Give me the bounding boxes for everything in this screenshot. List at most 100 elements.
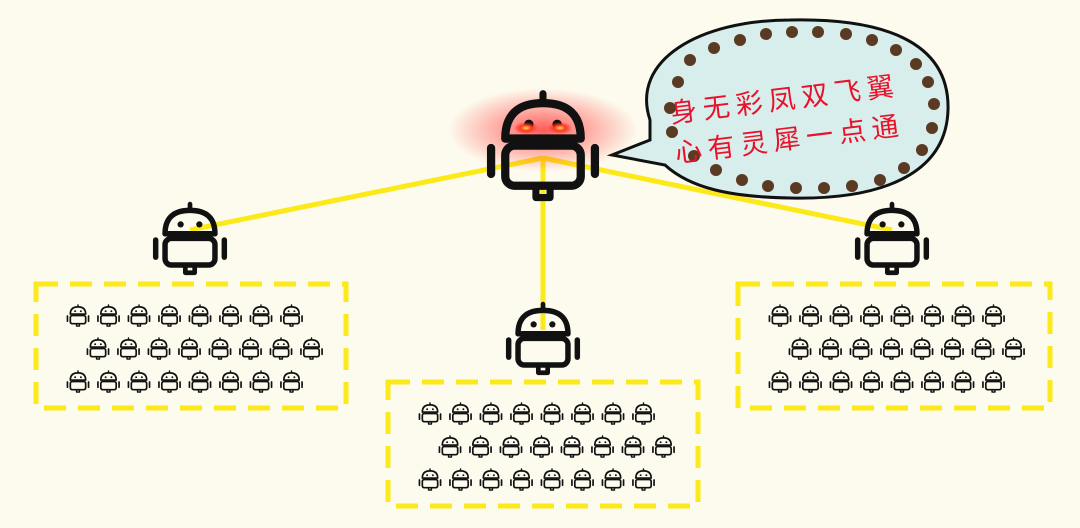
- small-robot-icon: [158, 370, 181, 393]
- robot-icon: [156, 204, 225, 273]
- small-robot-icon: [768, 370, 792, 393]
- small-robot-icon: [280, 304, 303, 327]
- small-robot-icon: [540, 402, 564, 425]
- small-robot-icon: [799, 370, 822, 393]
- small-robot-icon: [449, 402, 472, 425]
- small-robot-icon: [890, 370, 914, 393]
- small-robot-icon: [788, 337, 812, 360]
- small-robot-icon: [86, 337, 110, 360]
- small-robot-icon: [188, 304, 212, 327]
- small-robot-icon: [768, 304, 792, 327]
- bubble-dot: [760, 28, 772, 40]
- small-robot-icon: [819, 337, 842, 360]
- leader-glow: [448, 88, 638, 172]
- bubble-dot: [846, 180, 858, 192]
- small-robot-icon: [982, 304, 1005, 327]
- bubble-dot: [762, 180, 774, 192]
- small-robot-icon: [249, 370, 273, 393]
- bubble-dot: [812, 26, 824, 38]
- small-robot-icon: [890, 304, 914, 327]
- small-robot-icon: [117, 337, 140, 360]
- small-robot-icon: [860, 370, 883, 393]
- small-robot-icon: [910, 337, 934, 360]
- group-box-center: [385, 379, 701, 509]
- small-robot-icon: [280, 370, 303, 393]
- small-robot-icon: [127, 304, 151, 327]
- bubble-dot: [866, 34, 878, 46]
- small-robot-icon: [571, 402, 594, 425]
- small-robot-icon: [239, 337, 262, 360]
- small-robot-icon: [127, 370, 151, 393]
- speech-bubble-dots: [664, 26, 940, 194]
- small-robot-icon: [499, 435, 523, 458]
- small-robot-icon: [560, 435, 584, 458]
- bubble-dot: [708, 42, 720, 54]
- small-robot-icon: [571, 468, 594, 491]
- bubble-dot: [916, 144, 928, 156]
- bubble-dot: [874, 174, 886, 186]
- bubble-dot: [922, 76, 934, 88]
- bubble-dot: [684, 54, 696, 66]
- small-robot-icon: [829, 370, 853, 393]
- small-robot-icon: [418, 468, 442, 491]
- small-robot-icon: [951, 370, 975, 393]
- small-robot-icon: [540, 468, 564, 491]
- small-robot-icon: [941, 337, 964, 360]
- small-robot-icon: [849, 337, 873, 360]
- small-robot-icon: [147, 337, 171, 360]
- group-box-right: [735, 281, 1053, 411]
- small-robot-icon: [97, 370, 120, 393]
- small-robot-icon: [66, 370, 90, 393]
- small-robot-icon: [632, 468, 655, 491]
- small-robot-icon: [418, 402, 442, 425]
- small-robot-icon: [860, 304, 883, 327]
- small-robot-icon: [469, 435, 492, 458]
- small-robot-icon: [621, 435, 645, 458]
- small-robot-icon: [300, 337, 323, 360]
- bubble-dot: [840, 28, 852, 40]
- small-robot-icon: [510, 402, 533, 425]
- bubble-dot: [666, 126, 678, 138]
- small-robot-icon: [449, 468, 472, 491]
- small-robot-icon: [219, 304, 242, 327]
- small-robot-icon: [188, 370, 212, 393]
- bubble-dot: [786, 26, 798, 38]
- connector-line-right: [542, 155, 893, 233]
- bubble-dot: [818, 182, 830, 194]
- small-robot-icon: [829, 304, 853, 327]
- robots: [66, 88, 1025, 491]
- bubble-dot: [898, 162, 910, 174]
- small-robot-icon: [158, 304, 181, 327]
- small-robot-icon: [66, 304, 90, 327]
- small-robot-icon: [530, 435, 553, 458]
- small-robot-icon: [799, 304, 822, 327]
- small-robot-icon: [1002, 337, 1025, 360]
- small-robot-icon: [249, 304, 273, 327]
- small-robot-icon: [921, 370, 944, 393]
- small-robot-icon: [982, 370, 1005, 393]
- small-robot-icon: [591, 435, 614, 458]
- bubble-dot: [734, 34, 746, 46]
- small-robot-icon: [269, 337, 293, 360]
- small-robot-icon: [951, 304, 975, 327]
- small-robot-icon: [601, 468, 625, 491]
- bubble-dot: [790, 182, 802, 194]
- small-robot-icon: [652, 435, 675, 458]
- small-robot-icon: [632, 402, 655, 425]
- leader-glowing-eye-icon: [548, 122, 572, 134]
- group-box-left: [33, 281, 349, 411]
- small-robot-icon: [479, 468, 503, 491]
- bubble-dot: [910, 58, 922, 70]
- small-robot-icon: [219, 370, 242, 393]
- connector-line-left: [189, 155, 544, 233]
- leader-glowing-eye-icon: [514, 122, 538, 134]
- small-robot-icon: [479, 402, 503, 425]
- small-robot-icon: [880, 337, 903, 360]
- bubble-dot: [672, 76, 684, 88]
- bubble-dot: [890, 44, 902, 56]
- group-boxes: [33, 281, 1053, 509]
- bubble-dot: [688, 150, 700, 162]
- bubble-dot: [664, 102, 676, 114]
